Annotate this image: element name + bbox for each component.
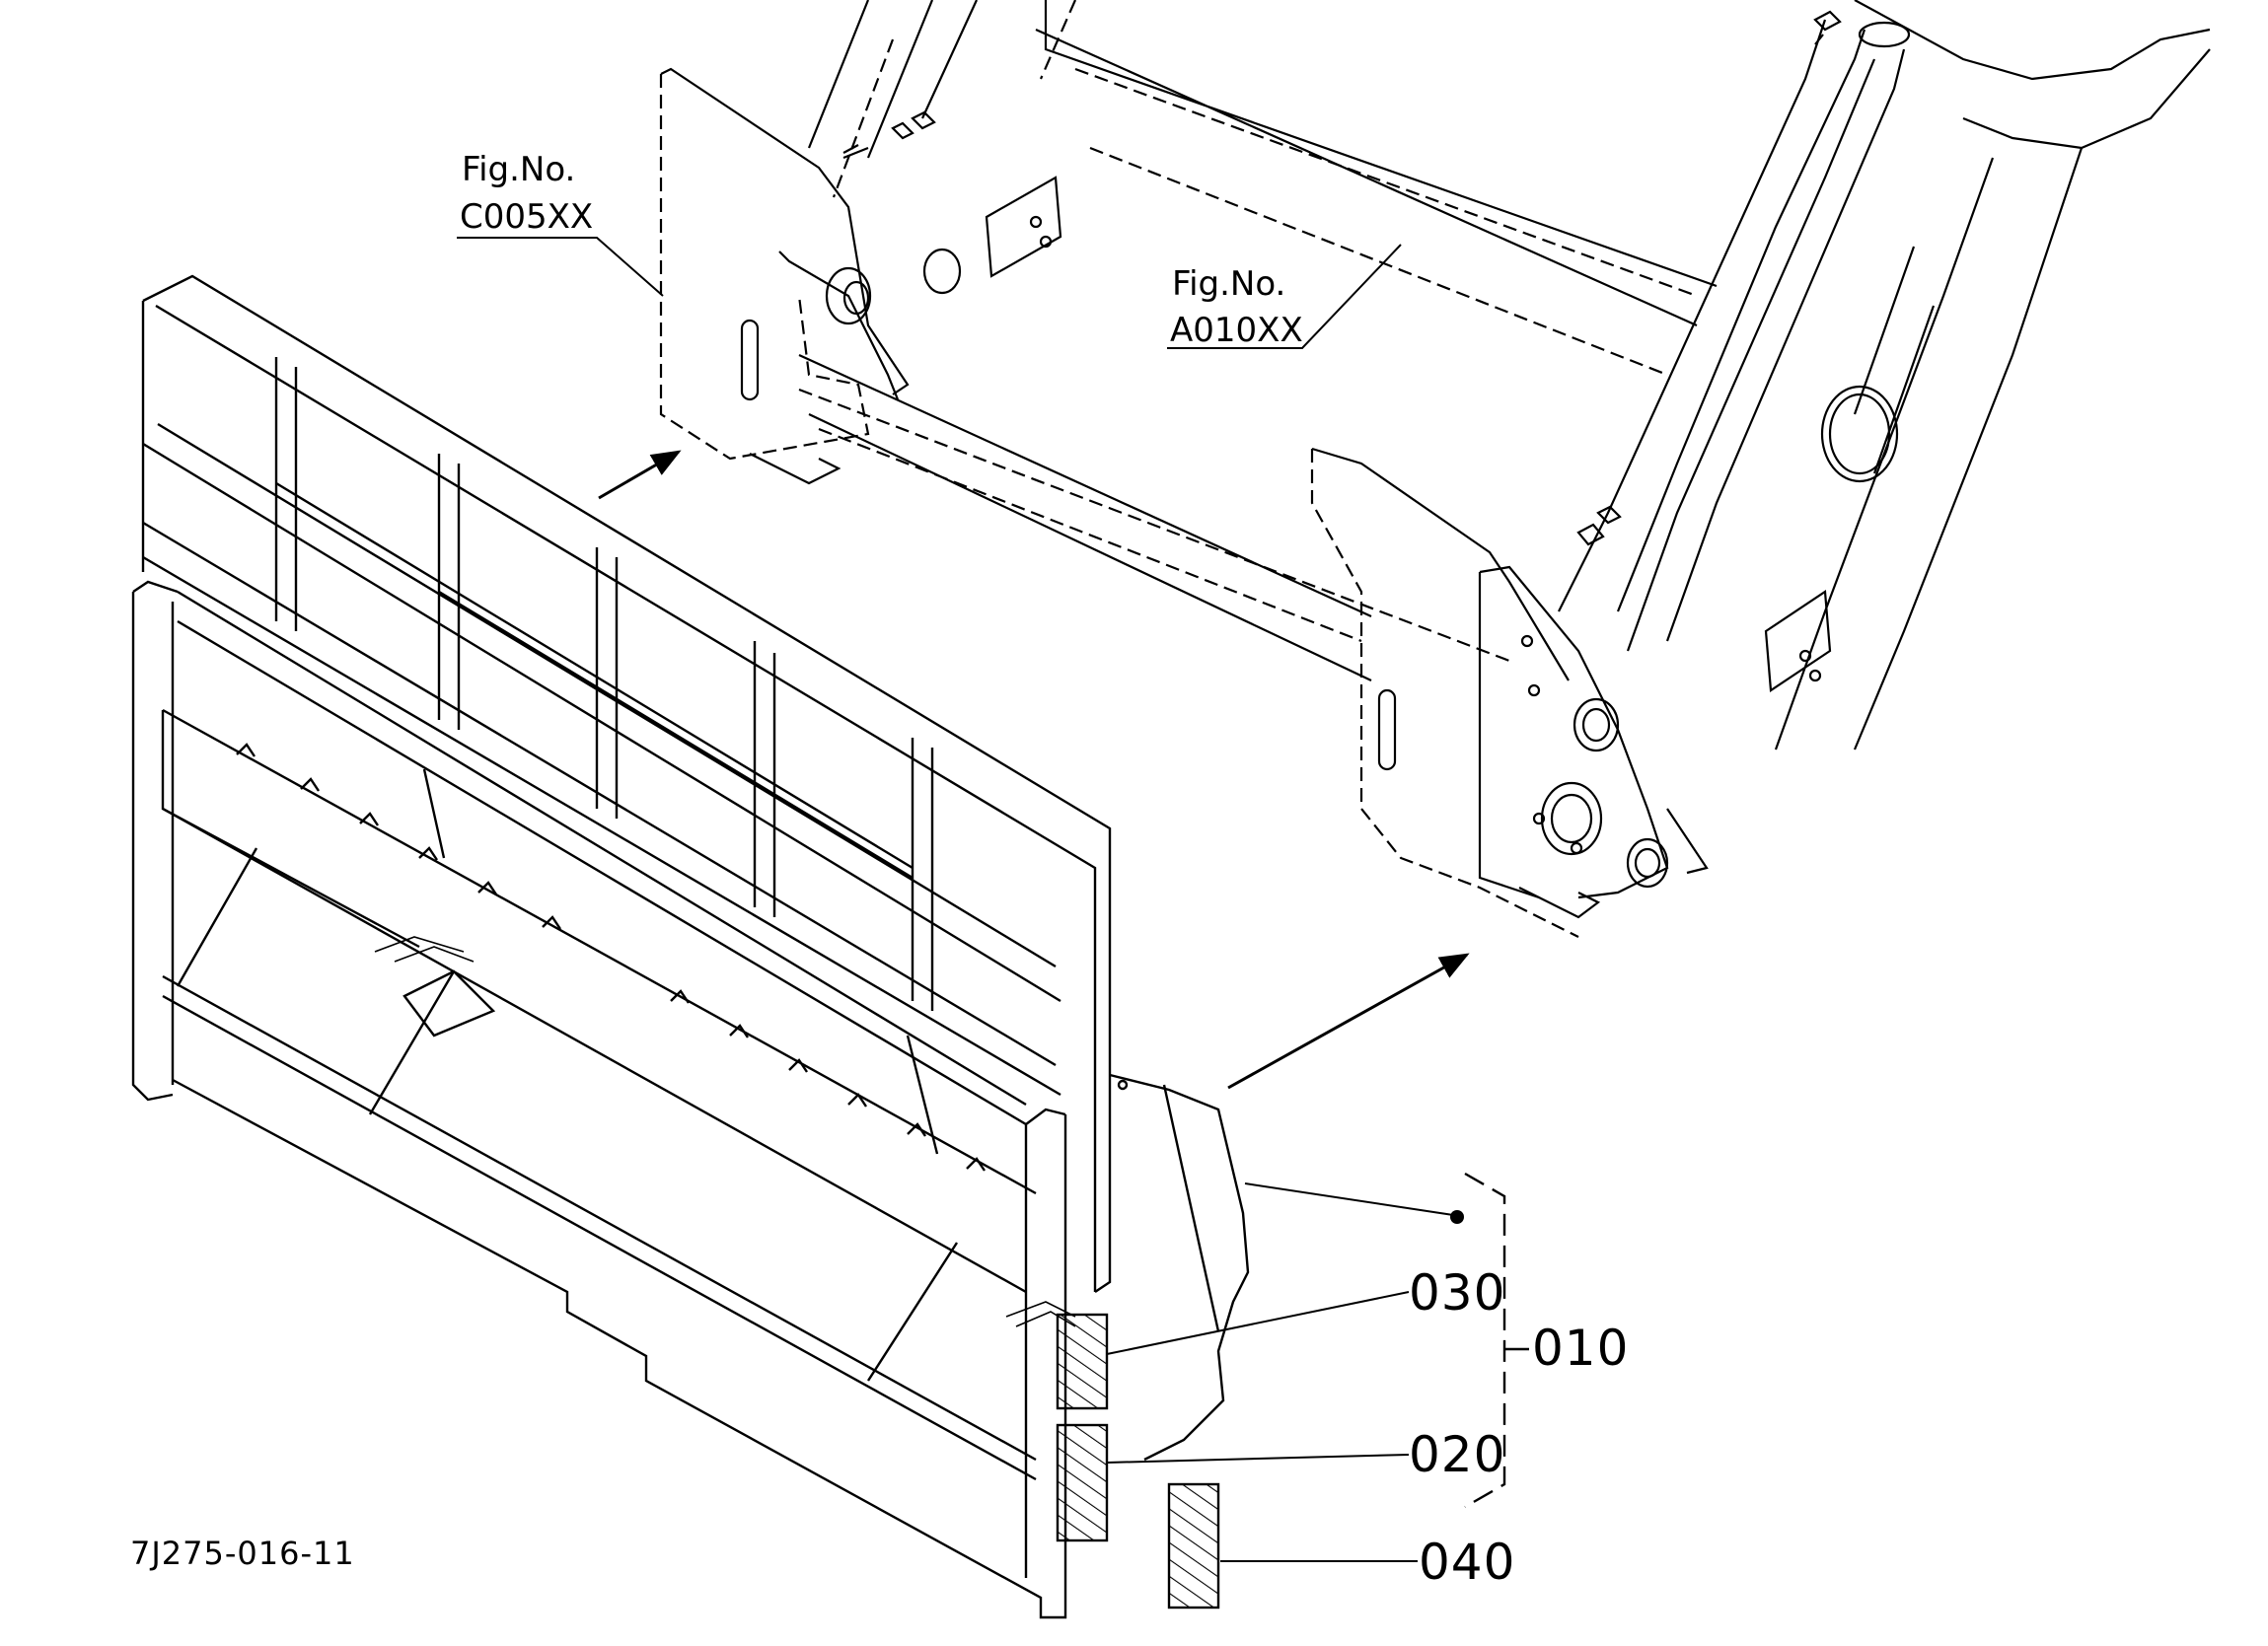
part-group-bracket <box>1464 1172 1529 1509</box>
figure-ref-prefix: Fig.No. <box>462 150 575 189</box>
callout-040: 040 <box>1220 1534 1515 1591</box>
figure-ref-prefix: Fig.No. <box>1172 264 1285 304</box>
part-number-020: 020 <box>1409 1426 1505 1483</box>
figure-ref-code: A010XX <box>1170 311 1303 350</box>
decal-040 <box>1167 1482 1220 1610</box>
pallet-fork-frame <box>131 274 1250 1619</box>
part-number-010: 010 <box>1532 1320 1629 1377</box>
callout-020: 020 <box>1106 1426 1505 1483</box>
leader-line-group <box>1244 1182 1454 1216</box>
decal-030 <box>1056 1313 1109 1410</box>
figure-reference-c005xx: Fig.No. C005XX <box>457 150 664 297</box>
part-number-030: 030 <box>1409 1264 1505 1322</box>
leader-dot <box>1450 1210 1464 1224</box>
drawing-number: 7J275-016-11 <box>130 1535 355 1572</box>
callout-030: 030 <box>1106 1264 1505 1355</box>
assembly-arrow-right <box>1227 953 1470 1090</box>
figure-reference-a010xx: Fig.No. A010XX <box>1167 244 1402 350</box>
decal-020 <box>1056 1423 1109 1542</box>
figure-ref-code: C005XX <box>460 197 593 237</box>
assembly-arrow-left <box>598 450 682 500</box>
loader-frame <box>659 0 2211 938</box>
part-number-040: 040 <box>1419 1534 1515 1591</box>
